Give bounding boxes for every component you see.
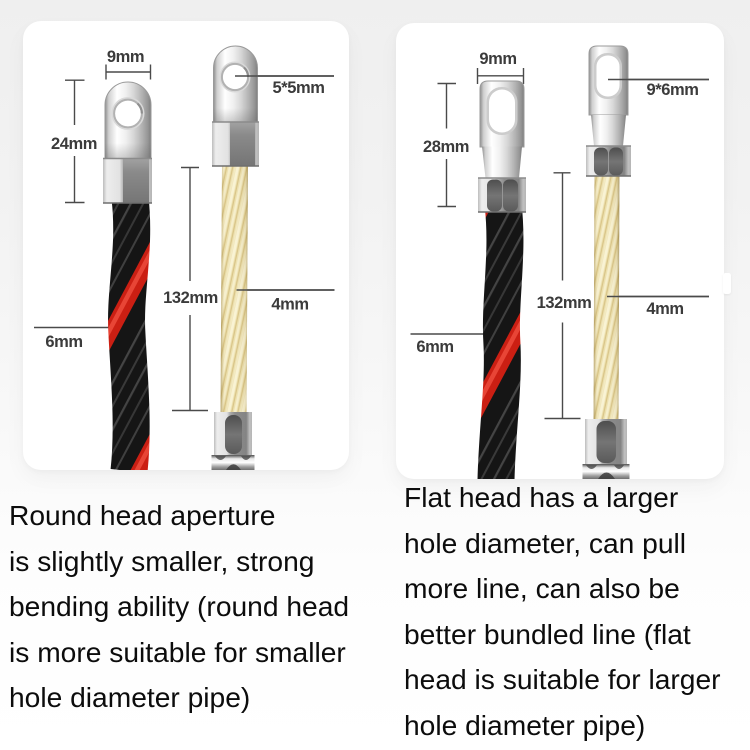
svg-text:5*5mm: 5*5mm	[272, 79, 324, 97]
svg-text:132mm: 132mm	[163, 289, 218, 307]
svg-text:9mm: 9mm	[107, 48, 144, 66]
svg-text:132mm: 132mm	[537, 294, 592, 312]
svg-text:6mm: 6mm	[45, 333, 82, 351]
svg-text:4mm: 4mm	[271, 296, 308, 314]
svg-text:9mm: 9mm	[479, 50, 516, 68]
svg-text:28mm: 28mm	[423, 138, 469, 156]
svg-text:24mm: 24mm	[51, 135, 97, 153]
svg-text:6mm: 6mm	[416, 338, 453, 356]
svg-text:4mm: 4mm	[646, 300, 683, 318]
svg-text:9*6mm: 9*6mm	[646, 81, 698, 99]
